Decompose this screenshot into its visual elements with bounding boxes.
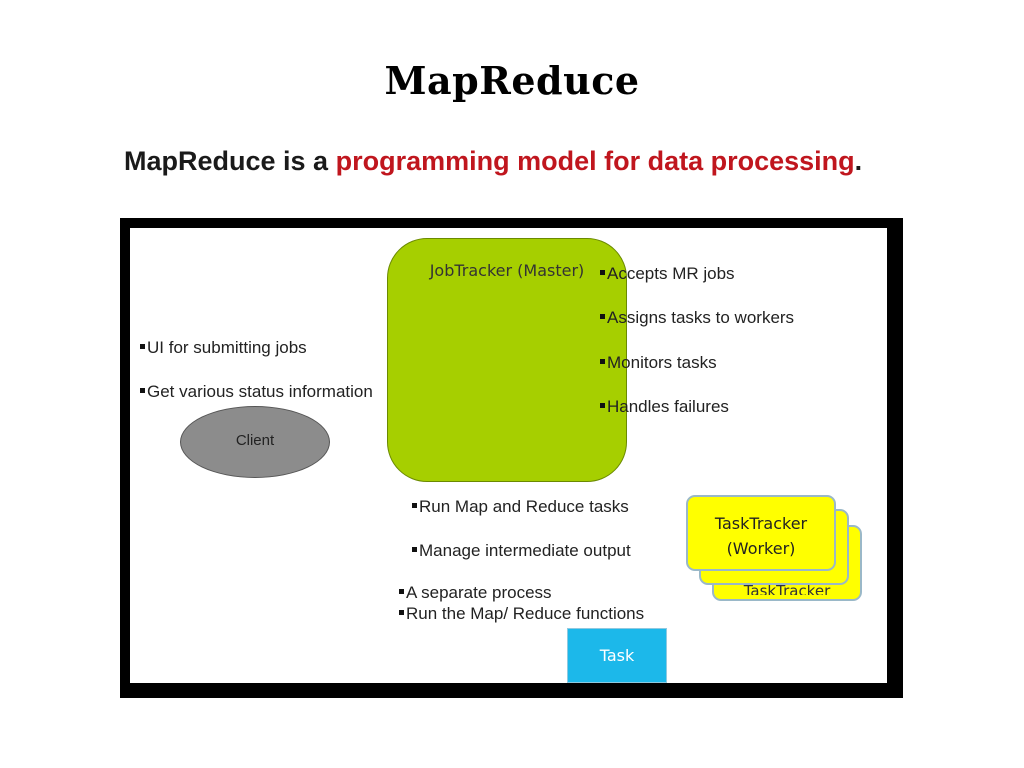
bullet-icon bbox=[399, 589, 404, 595]
tasktracker-bullet-2: Manage intermediate output bbox=[412, 541, 631, 561]
bullet-icon bbox=[399, 610, 404, 616]
client-bullet-2: Get various status information bbox=[140, 382, 373, 402]
tasktracker-node: TaskTracker (Worker) bbox=[686, 495, 836, 571]
jobtracker-bullet-2: Assigns tasks to workers bbox=[600, 308, 794, 328]
jobtracker-label: JobTracker (Master) bbox=[429, 261, 585, 280]
task-node: Task bbox=[567, 628, 667, 683]
tasktracker-label-line2: (Worker) bbox=[726, 539, 796, 558]
diagram-canvas: UI for submitting jobs Get various statu… bbox=[130, 228, 887, 683]
subtitle-prefix: MapReduce is a bbox=[124, 146, 336, 176]
tasktracker-label-line1: TaskTracker bbox=[714, 514, 808, 533]
jobtracker-node: JobTracker (Master) bbox=[387, 238, 627, 482]
bullet-icon bbox=[412, 547, 417, 553]
task-bullet-2: Run the Map/ Reduce functions bbox=[399, 604, 644, 624]
bullet-icon bbox=[140, 388, 145, 394]
jobtracker-bullet-3: Monitors tasks bbox=[600, 353, 717, 373]
client-bullet-1: UI for submitting jobs bbox=[140, 338, 307, 358]
tasktracker-back-label: TaskTracker bbox=[743, 584, 831, 595]
tasktracker-bullet-1: Run Map and Reduce tasks bbox=[412, 497, 629, 517]
bullet-icon bbox=[600, 403, 605, 409]
slide-subtitle: MapReduce is a programming model for dat… bbox=[124, 146, 862, 177]
bullet-icon bbox=[600, 314, 605, 320]
subtitle-highlight: programming model for data processing bbox=[335, 146, 855, 176]
client-label: Client bbox=[235, 432, 275, 449]
subtitle-suffix: . bbox=[854, 146, 863, 176]
task-label: Task bbox=[599, 646, 635, 665]
bullet-icon bbox=[600, 270, 605, 276]
slide-title: MapReduce bbox=[384, 58, 640, 103]
bullet-icon bbox=[140, 344, 145, 350]
task-bullet-1: A separate process bbox=[399, 583, 552, 603]
bullet-icon bbox=[600, 359, 605, 365]
diagram-frame: UI for submitting jobs Get various statu… bbox=[120, 218, 903, 698]
jobtracker-bullet-1: Accepts MR jobs bbox=[600, 264, 735, 284]
client-node: Client bbox=[180, 406, 330, 478]
bullet-icon bbox=[412, 503, 417, 509]
jobtracker-bullet-4: Handles failures bbox=[600, 397, 729, 417]
tasktracker-label: TaskTracker (Worker) bbox=[688, 511, 834, 561]
